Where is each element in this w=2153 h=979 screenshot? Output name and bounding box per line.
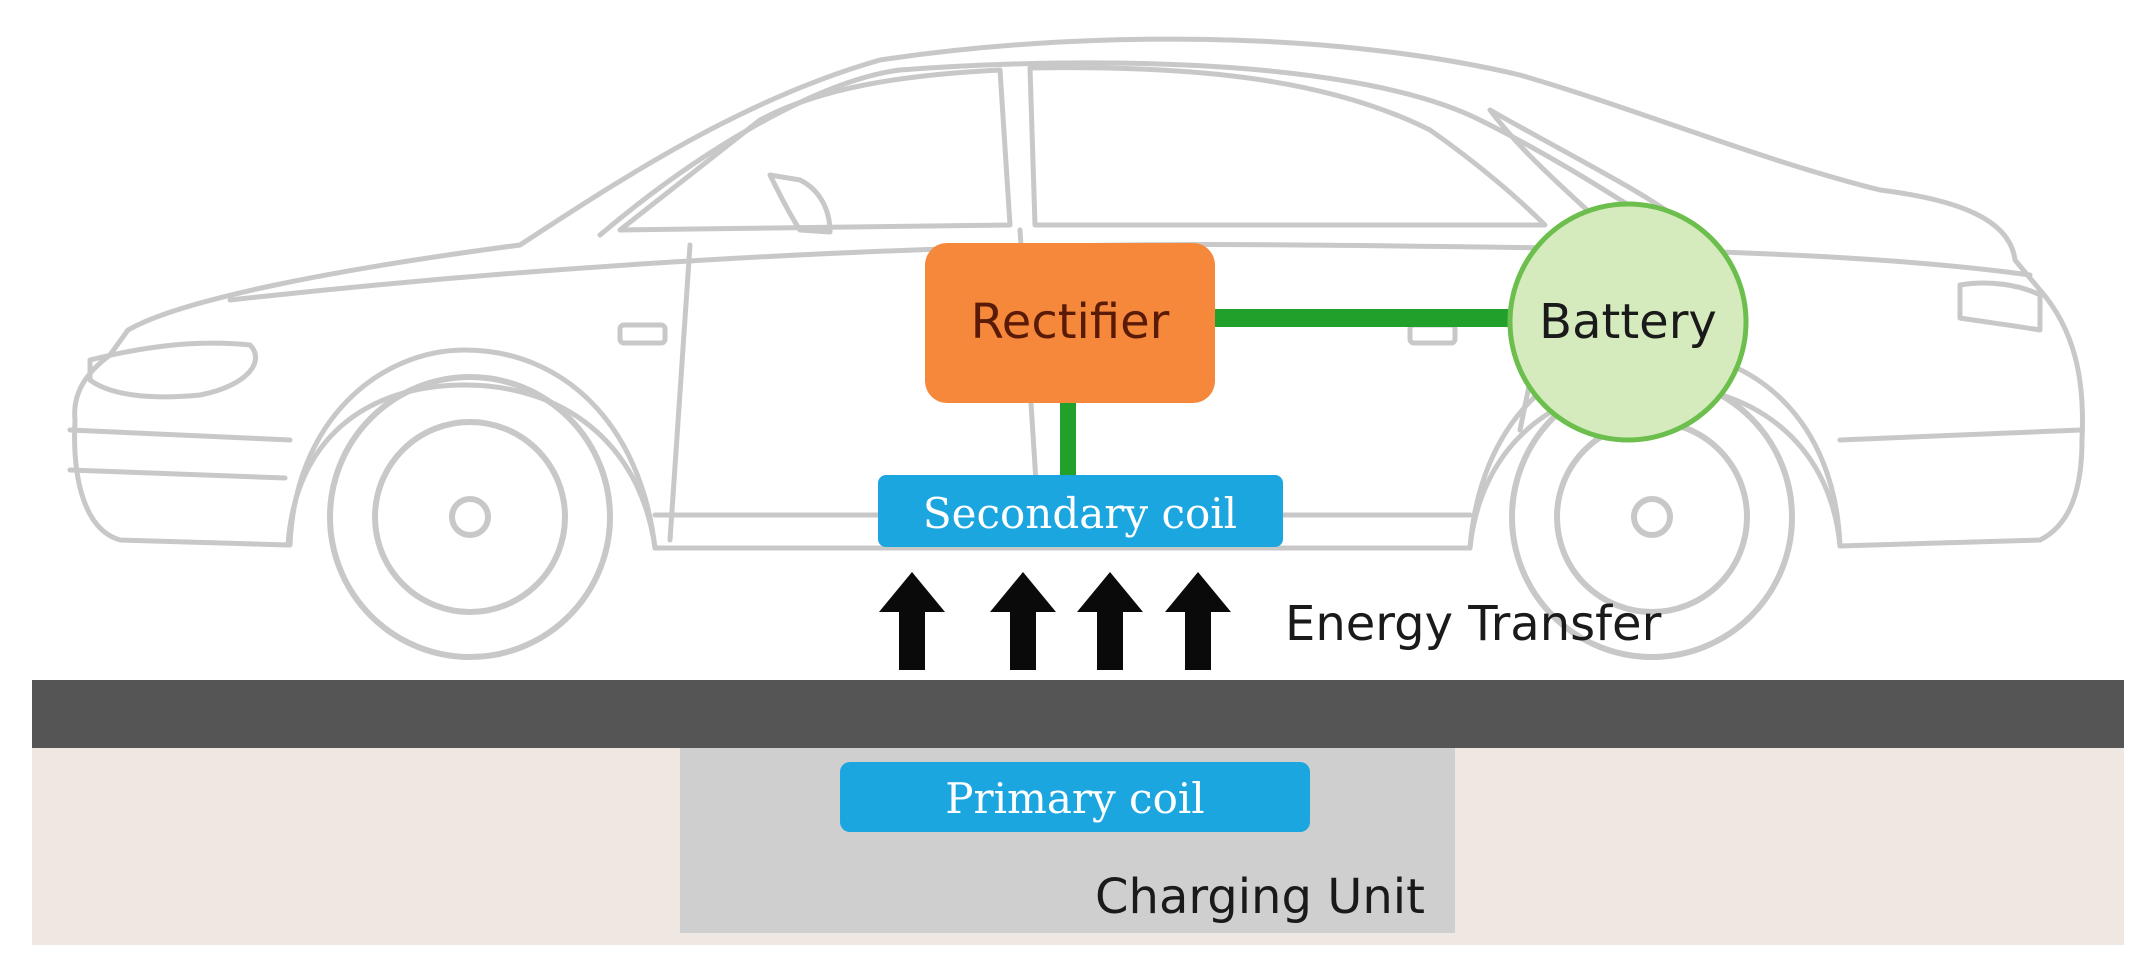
rectifier-label: Rectifier: [971, 294, 1170, 350]
rectifier-box: [925, 243, 1215, 403]
battery-label: Battery: [1539, 294, 1717, 350]
charging-unit-label: Charging Unit: [1095, 869, 1425, 925]
secondary-coil-label: Secondary coil: [923, 489, 1237, 538]
up-arrow-icon: [879, 572, 945, 670]
up-arrow-icon: [990, 572, 1056, 670]
secondary-coil-box: [878, 475, 1283, 547]
road-surface: [32, 680, 2124, 748]
primary-coil-box: [840, 762, 1310, 832]
battery-circle: [1507, 201, 1749, 443]
front-wheel: [327, 374, 613, 660]
up-arrow-icon: [1077, 572, 1143, 670]
up-arrow-icon: [1165, 572, 1231, 670]
energy-transfer-label: Energy Transfer: [1285, 596, 1662, 652]
primary-coil-label: Primary coil: [945, 774, 1204, 823]
energy-arrows: [879, 572, 1231, 670]
